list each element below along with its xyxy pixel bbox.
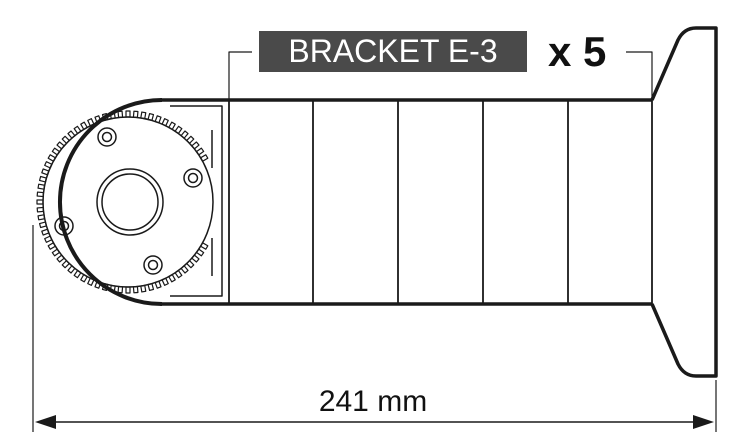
gear-tooth [51, 248, 61, 257]
gear-tooth [38, 221, 48, 229]
segment-dividers [228, 100, 653, 304]
mounting-holes [54, 127, 203, 275]
gear-tooth [67, 130, 76, 139]
gear-tooth [125, 110, 131, 118]
gear-tooth [37, 183, 46, 190]
gear-tooth [161, 118, 169, 127]
gear-tooth [109, 111, 116, 120]
arrow-right [693, 415, 714, 429]
gear-tooth [147, 112, 155, 122]
gear-tooth [67, 265, 76, 274]
gear-tooth [38, 175, 48, 183]
gear-tooth [73, 269, 82, 279]
gear-tooth [200, 154, 209, 162]
gear-tooth [117, 110, 124, 119]
gear-tooth [41, 228, 50, 236]
arrow-left [35, 415, 56, 429]
gear-tooth [41, 168, 50, 176]
hub-inner [101, 173, 159, 231]
gear-tooth [174, 125, 183, 135]
gear-tooth [87, 118, 95, 127]
gear-tooth [101, 112, 109, 122]
gear-tooth [109, 284, 116, 293]
gear-tooth [168, 274, 176, 283]
gear-tooth [51, 147, 61, 156]
gear-tooth [154, 115, 162, 124]
leader-right [626, 51, 653, 100]
leader-left [228, 51, 252, 100]
gear-tooth [186, 135, 195, 144]
gear-tooth [87, 277, 95, 286]
gear-tooth [47, 154, 56, 162]
gear-tooth [94, 115, 102, 124]
hub-outer [96, 168, 164, 236]
gear-tooth [161, 277, 169, 286]
gear-tooth [140, 284, 147, 293]
gear-tooth [191, 141, 200, 150]
gear-tooth [140, 111, 147, 120]
gear-tooth [191, 254, 200, 263]
gear-tooth [195, 248, 205, 257]
gear-tooth [36, 199, 44, 205]
gear-tooth [36, 191, 45, 198]
part-label: BRACKET E-3 [259, 31, 527, 72]
gear-tooth [186, 260, 195, 269]
gear-tooth [56, 254, 65, 263]
gear-tooth [132, 110, 139, 119]
gear-tooth [195, 147, 205, 156]
gear-tooth [154, 280, 162, 289]
gear-tooth [47, 242, 56, 250]
dimension-label: 241 mm [318, 385, 428, 418]
gear-outer-rim [58, 98, 163, 306]
gear-tooth [125, 286, 131, 294]
gear-tooth [117, 285, 124, 294]
gear-tooth [180, 265, 189, 274]
gear-tooth [101, 282, 109, 292]
gear-tooth [147, 282, 155, 292]
gear-inner-ring [42, 116, 214, 288]
gear-tooth [80, 121, 88, 130]
gear-tooth [44, 161, 53, 169]
gear-tooth [132, 285, 139, 294]
gear-tooth [200, 242, 209, 250]
gear-teeth [36, 110, 209, 294]
end-cap [650, 26, 718, 378]
quantity-label: x 5 [548, 28, 607, 75]
gear-tooth [94, 280, 102, 289]
gear-tooth [168, 121, 176, 130]
gear-tooth [174, 269, 183, 279]
gear-tooth [180, 130, 189, 139]
gear-tooth [37, 214, 46, 221]
gear-tooth [36, 206, 45, 213]
gear-tooth [80, 274, 88, 283]
gear-tooth [56, 141, 65, 150]
shoulder-inner [170, 105, 223, 297]
gear-tooth [44, 235, 53, 243]
gear-tooth [61, 135, 70, 144]
gear-tooth [61, 260, 70, 269]
gear-tooth [73, 125, 82, 135]
